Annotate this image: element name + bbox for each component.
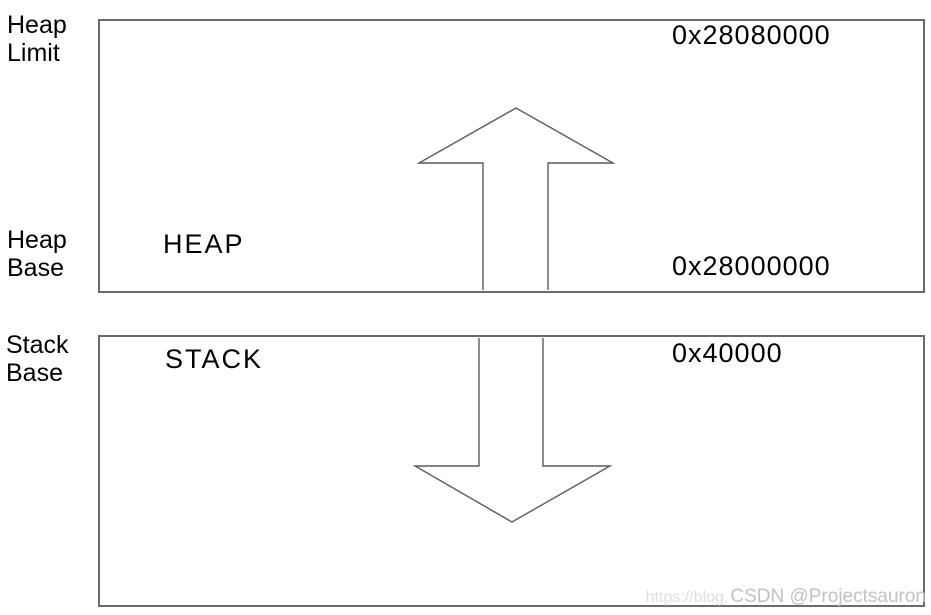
stack-base-address: 0x40000 (672, 338, 783, 368)
stack-base-label: Stack Base (6, 331, 69, 387)
watermark: https://blog. CSDN @Projectsauron (646, 586, 926, 608)
heap-region-title: HEAP (163, 229, 245, 259)
heap-base-label: Heap Base (7, 226, 67, 282)
heap-limit-address: 0x28080000 (672, 20, 831, 50)
watermark-author-text: CSDN @Projectsauron (730, 586, 926, 607)
stack-region-box (98, 335, 925, 607)
watermark-url-text: https://blog. (645, 589, 729, 606)
stack-region-title: STACK (165, 344, 264, 374)
heap-limit-label: Heap Limit (7, 11, 67, 67)
heap-base-address: 0x28000000 (672, 251, 831, 281)
